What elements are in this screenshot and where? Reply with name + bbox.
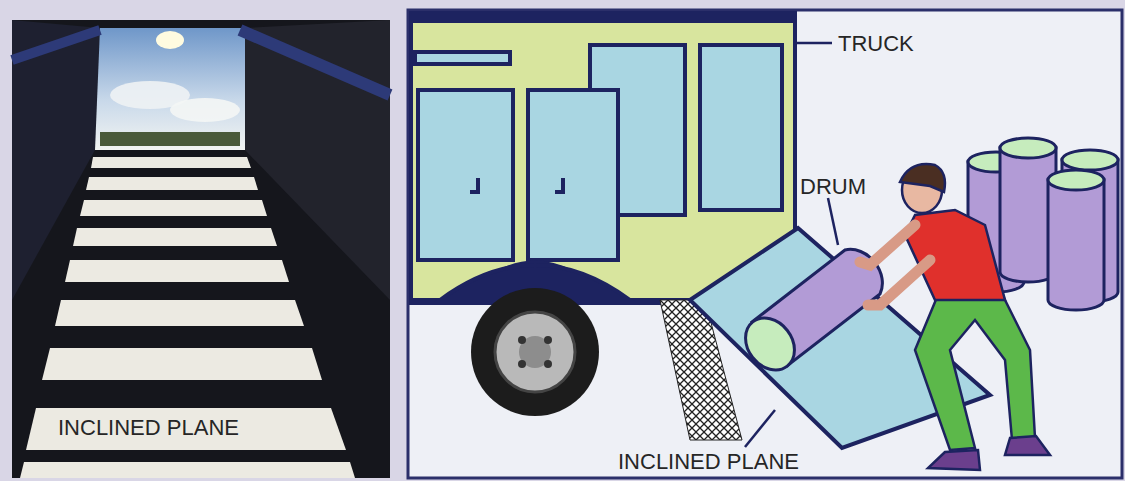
part-label: INCLINED PLANE bbox=[58, 417, 239, 439]
panel-frame bbox=[408, 10, 1122, 478]
truck bbox=[411, 13, 795, 303]
drum-on-ramp bbox=[735, 249, 882, 379]
part-label: TRUCK bbox=[838, 33, 914, 55]
truck-wheel bbox=[471, 288, 599, 416]
man bbox=[860, 164, 1050, 470]
leader-lines bbox=[745, 43, 838, 447]
part-label: INCLINED PLANE bbox=[618, 451, 799, 473]
stairs-photo bbox=[12, 20, 390, 478]
part-label: DRUM bbox=[800, 176, 866, 198]
